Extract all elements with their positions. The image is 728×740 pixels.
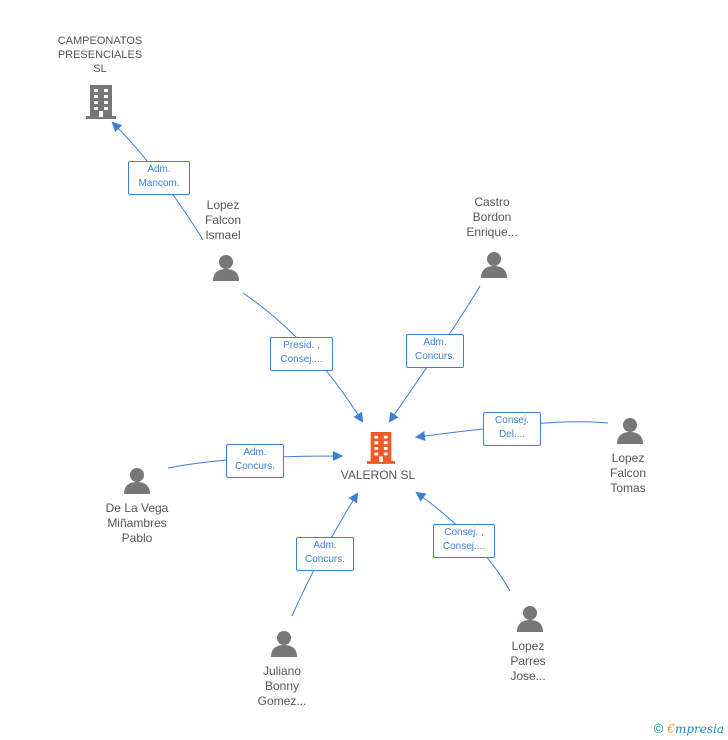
edge-label-line: Adm. xyxy=(243,447,267,458)
center-building-icon[interactable] xyxy=(366,430,396,464)
company-name-line: SL xyxy=(93,63,107,75)
company-campeonatos-label[interactable]: CAMPEONATOS PRESENCIALES SL xyxy=(40,34,160,76)
edge-label-adm-concurs-vega[interactable]: Adm. Concurs. xyxy=(226,444,284,478)
person-name-line: Parres xyxy=(510,654,546,668)
person-name-line: Juliano xyxy=(262,664,302,678)
edge-label-line: Concurs. xyxy=(304,554,345,565)
edge-label-line: Mancom. xyxy=(138,178,180,189)
edge-label-line: Consej.... xyxy=(442,541,486,552)
person-name-line: Falcon xyxy=(609,466,647,480)
edge-label-line: Adm. xyxy=(313,540,337,551)
person-icon[interactable] xyxy=(516,604,544,632)
person-icon[interactable] xyxy=(212,253,240,281)
brand-logo-rest: mpresia xyxy=(674,721,724,736)
edge-label-line: Consej. xyxy=(495,415,529,426)
person-label-vega[interactable]: De La Vega Miñambres Pablo xyxy=(87,501,187,546)
person-name-line: Lopez xyxy=(511,639,545,653)
brand-logo[interactable]: €mpresia xyxy=(667,722,724,736)
person-name-line: Jose... xyxy=(510,669,546,683)
person-label-tomas[interactable]: Lopez Falcon Tomas xyxy=(588,451,668,496)
building-icon[interactable] xyxy=(85,83,117,119)
edge-label-line: Adm. xyxy=(147,164,171,175)
center-company-label[interactable]: VALERON SL xyxy=(318,468,438,483)
person-name-line: Castro xyxy=(474,195,510,209)
person-name-line: De La Vega xyxy=(105,501,169,515)
person-name-line: Falcon xyxy=(204,213,242,227)
edge-label-presid-consej[interactable]: Presid. , Consej.... xyxy=(270,337,333,371)
person-name-line: Bordon xyxy=(472,210,512,224)
edge-label-adm-concurs-juliano[interactable]: Adm. Concurs. xyxy=(296,537,354,571)
edge-label-line: Consej. , xyxy=(444,527,484,538)
edge-label-line: Del.... xyxy=(498,429,526,440)
person-label-parres[interactable]: Lopez Parres Jose... xyxy=(488,639,568,684)
person-name-line: Bonny xyxy=(264,679,300,693)
copyright-symbol: © xyxy=(653,721,664,736)
brand-logo-first: € xyxy=(667,721,675,736)
person-label-juliano[interactable]: Juliano Bonny Gomez... xyxy=(242,664,322,709)
edge-label-line: Presid. , xyxy=(283,340,320,351)
edge-label-adm-mancom[interactable]: Adm. Mancom. xyxy=(128,161,190,195)
footer-brand: © €mpresia xyxy=(654,721,724,736)
person-label-ismael[interactable]: Lopez Falcon Ismael xyxy=(183,198,263,243)
person-icon[interactable] xyxy=(480,250,508,278)
person-name-line: Lopez xyxy=(206,198,240,212)
person-icon[interactable] xyxy=(616,416,644,444)
edge-label-consej-consej[interactable]: Consej. , Consej.... xyxy=(433,524,495,558)
person-name-line: Miñambres xyxy=(107,516,167,530)
edge-label-line: Consej.... xyxy=(280,354,323,365)
edge-label-adm-concurs-castro[interactable]: Adm. Concurs. xyxy=(406,334,464,368)
center-company-name: VALERON SL xyxy=(340,468,416,482)
company-name-line: CAMPEONATOS xyxy=(57,35,143,47)
edge-label-line: Adm. xyxy=(423,337,447,348)
person-name-line: Lopez xyxy=(611,451,645,465)
company-name-line: PRESENCIALES xyxy=(57,49,143,61)
edge-label-line: Concurs. xyxy=(234,461,275,472)
person-name-line: Tomas xyxy=(610,481,646,495)
person-label-castro[interactable]: Castro Bordon Enrique... xyxy=(452,195,532,240)
person-name-line: Pablo xyxy=(121,531,153,545)
edge-label-line: Concurs. xyxy=(414,351,455,362)
edge-label-consej-del[interactable]: Consej. Del.... xyxy=(483,412,541,446)
person-icon[interactable] xyxy=(123,466,151,494)
person-name-line: Enrique... xyxy=(466,225,518,239)
person-name-line: Ismael xyxy=(205,228,241,242)
person-icon[interactable] xyxy=(270,629,298,657)
person-name-line: Gomez... xyxy=(257,694,307,708)
